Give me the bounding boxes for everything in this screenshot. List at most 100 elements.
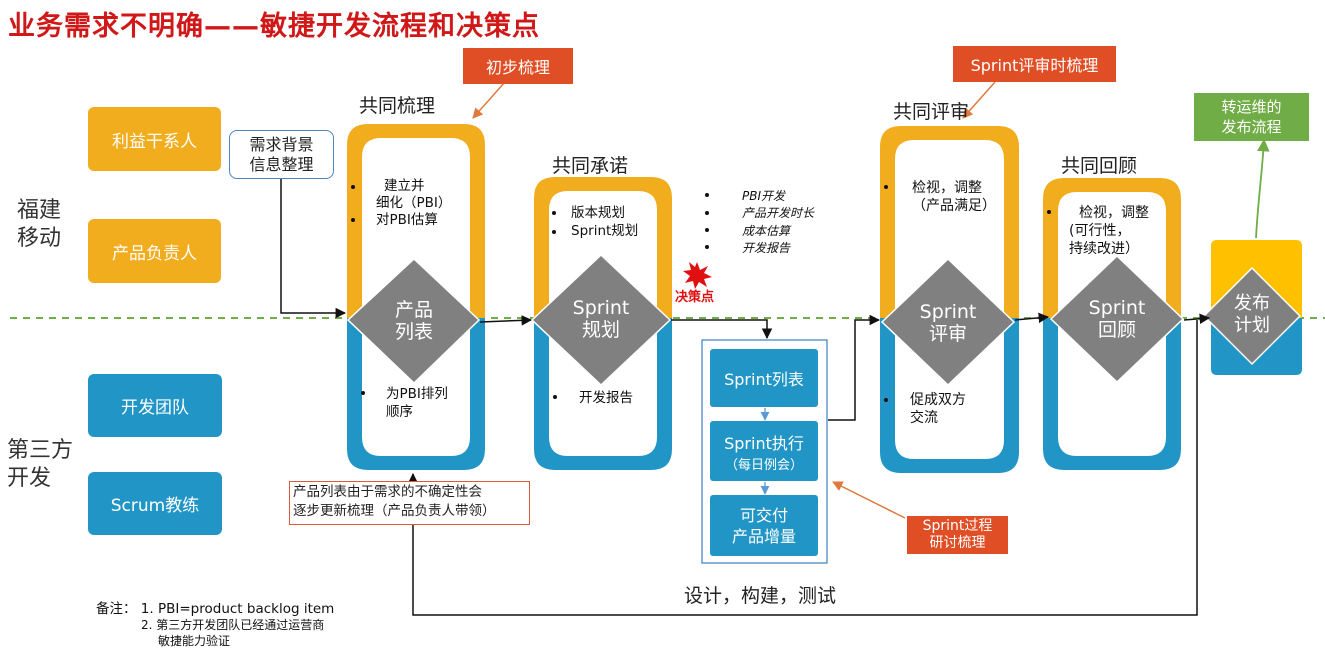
callout-review: Sprint评审时梳理	[953, 46, 1116, 82]
stage1-bottom-note-1: 为PBI排列	[386, 386, 448, 402]
role-dev-team: 开发团队	[88, 374, 222, 437]
diamond-4-line2: 回顾	[1097, 319, 1136, 341]
backlog-note-line1: 产品列表由于需求的不确定性会	[293, 484, 482, 500]
diamond-label-5: 发布 计划	[1217, 293, 1287, 337]
pointer-ops	[1255, 138, 1270, 239]
stage2-top-notes: 版本规划 Sprint规划	[571, 204, 638, 240]
decision-item-4: 开发报告	[742, 240, 791, 255]
role-stakeholder: 利益干系人	[88, 107, 221, 171]
diamond-1-line1: 产品	[394, 299, 433, 321]
stage1-note-3: 对PBI估算	[376, 212, 438, 228]
diamond-5-line1: 发布	[1234, 293, 1270, 314]
backlog-note-line2: 逐步更新梳理（产品负责人带领）	[293, 503, 496, 519]
diamond-3-line1: Sprint	[919, 301, 977, 323]
diamond-label-1: 产品 列表	[374, 299, 454, 343]
page-title: 业务需求不明确——敏捷开发流程和决策点	[8, 11, 540, 42]
lane-top-line1: 福建	[17, 198, 62, 223]
stage1-note-1: 建立并	[384, 178, 425, 194]
callout-sprint-process-line1: Sprint过程	[922, 518, 993, 534]
bullet-dots	[351, 185, 1051, 402]
stage2-note-2: Sprint规划	[571, 223, 639, 239]
sprint-deliver-box: 可交付 产品增量	[710, 495, 818, 556]
stage3-bottom-note-2: 交流	[910, 410, 938, 426]
role-product-owner: 产品负责人	[88, 219, 221, 283]
lane-label-bottom: 第三方 开发	[7, 437, 73, 493]
stage1-bottom-note-2: 顺序	[386, 404, 413, 420]
diamond-3-line2: 评审	[928, 323, 967, 345]
stage4-note-2: (可行性，	[1069, 223, 1131, 239]
lane-bottom-line1: 第三方	[7, 438, 74, 463]
stage-title-4: 共同回顾	[1061, 155, 1138, 177]
backlog-note-box: 产品列表由于需求的不确定性会 逐步更新梳理（产品负责人带领）	[289, 481, 530, 525]
sprint-deliver-line2: 产品增量	[731, 526, 796, 546]
stage3-top-notes: 检视，调整 （产品满足）	[912, 179, 996, 215]
arrow-review-to-retro	[1014, 312, 1050, 324]
callout-ops-line2: 发布流程	[1221, 118, 1282, 136]
stage3-bottom-notes: 促成双方 交流	[910, 391, 966, 427]
stage4-note-3: 持续改进）	[1069, 241, 1139, 257]
stage3-bottom-note-1: 促成双方	[910, 392, 966, 408]
arrow-req-to-backlog	[280, 176, 347, 319]
footnote-label: 备注：	[96, 601, 137, 617]
sprint-backlog-box: Sprint列表	[710, 349, 818, 407]
decision-point-label: 决策点	[675, 290, 715, 305]
footnote-line1: 1. PBI=product backlog item	[140, 601, 335, 617]
decision-item-2: 产品开发时长	[742, 206, 815, 221]
stage-title-1: 共同梳理	[359, 95, 436, 117]
lane-bottom-line2: 开发	[7, 466, 52, 491]
arrow-planning-to-sprint	[671, 319, 773, 340]
role-scrum-master: Scrum教练	[88, 472, 222, 535]
lane-label-top: 福建 移动	[17, 197, 61, 253]
sprint-exec-label: Sprint执行	[724, 433, 804, 453]
callout-ops-line1: 转运维的	[1221, 98, 1282, 116]
sprint-caption: 设计，构建，测试	[684, 585, 837, 607]
stage2-bottom-note: 开发报告	[579, 390, 633, 406]
footnote: 备注： 1. PBI=product backlog item 2. 第三方开发…	[96, 601, 334, 649]
stage3-note-2: （产品满足）	[912, 198, 996, 214]
stage3-note-1: 检视，调整	[912, 180, 982, 196]
requirement-line1: 需求背景	[249, 134, 314, 154]
pointer-sprint-process	[832, 481, 906, 519]
diamond-label-4: Sprint 回顾	[1077, 297, 1157, 341]
diamond-5-line2: 计划	[1234, 315, 1270, 336]
decision-item-1: PBI开发	[742, 189, 786, 203]
sprint-exec-box: Sprint执行 （每日例会）	[710, 421, 818, 481]
sprint-deliver-line1: 可交付	[739, 505, 788, 525]
footnote-line2: 2. 第三方开发团队已经通过运营商	[141, 618, 325, 632]
decision-star-icon	[683, 262, 712, 289]
callout-sprint-process-line2: 研讨梳理	[929, 535, 986, 551]
pointer-review	[962, 81, 996, 119]
diamond-sprint-planning	[530, 253, 672, 387]
requirement-box: 需求背景 信息整理	[229, 130, 334, 179]
stage1-bottom-notes: 为PBI排列 顺序	[386, 385, 448, 421]
diamond-4-line1: Sprint	[1088, 297, 1146, 319]
diamond-label-3: Sprint 评审	[908, 301, 988, 345]
diamond-2-line2: 规划	[581, 319, 620, 341]
stage-title-3: 共同评审	[893, 101, 970, 123]
stage-title-2: 共同承诺	[552, 155, 629, 177]
diamond-release-plan	[1202, 266, 1302, 366]
arrow-backlog-to-planning	[479, 315, 533, 326]
arrow-retro-to-release	[1183, 313, 1211, 324]
stage1-note-2: 细化（PBI）	[376, 195, 452, 211]
callout-ops: 转运维的 发布流程	[1194, 93, 1309, 141]
requirement-line2: 信息整理	[249, 154, 314, 174]
decision-list: PBI开发 产品开发时长 成本估算 开发报告	[742, 188, 814, 257]
footnote-line3: 敏捷能力验证	[158, 634, 231, 648]
sprint-exec-sub: （每日例会）	[724, 457, 803, 473]
pointer-initial	[472, 81, 506, 119]
decision-item-3: 成本估算	[742, 223, 791, 238]
stage1-top-notes: 建立并 细化（PBI） 对PBI估算	[376, 178, 451, 229]
arrow-feedback-loop	[407, 320, 1198, 616]
callout-initial: 初步梳理	[463, 48, 573, 84]
diamond-2-line1: Sprint	[572, 297, 630, 319]
arrow-sprint-to-review	[828, 314, 881, 421]
stage4-note-1: 检视，调整	[1079, 205, 1149, 221]
diamond-sprint-review	[880, 257, 1016, 387]
stage2-note-1: 版本规划	[571, 205, 625, 221]
diamond-product-backlog	[346, 257, 481, 385]
lane-top-line2: 移动	[17, 226, 62, 251]
stage4-top-notes: 检视，调整 (可行性， 持续改进）	[1069, 204, 1149, 258]
diamond-label-2: Sprint 规划	[561, 297, 641, 341]
